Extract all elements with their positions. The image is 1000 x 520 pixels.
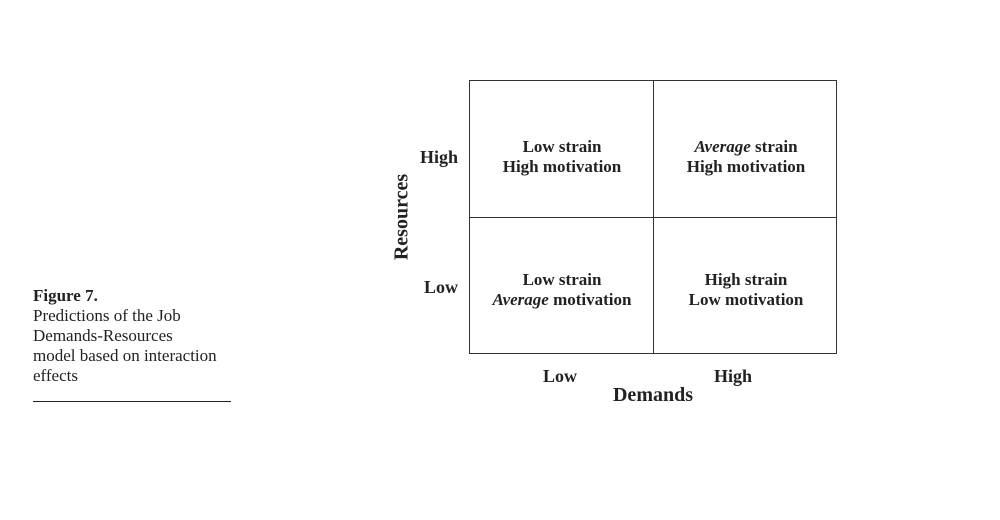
cell-low-resources-low-demands: Low strain Average motivation	[470, 270, 654, 310]
cell-strain-line: Average strain	[694, 137, 798, 156]
caption-line: Predictions of the Job	[33, 306, 181, 325]
cell-strain-line: Low strain	[522, 137, 602, 156]
quadrant-grid: Low strain High motivation Average strai…	[469, 80, 837, 354]
cell-high-resources-high-demands: Average strain High motivation	[654, 137, 838, 177]
caption-line: Demands-Resources	[33, 326, 173, 345]
cell-motivation-line: Average motivation	[492, 290, 632, 309]
cell-strain-line: Low strain	[522, 270, 602, 289]
caption-line: model based on interaction	[33, 346, 217, 365]
y-tick-low: Low	[424, 277, 459, 297]
x-axis-label: Demands	[612, 384, 694, 406]
caption-line: effects	[33, 366, 78, 385]
cell-motivation-line: High motivation	[502, 157, 622, 176]
figure-title: Figure 7.	[33, 286, 98, 305]
cell-high-resources-low-demands: Low strain High motivation	[470, 137, 654, 177]
cell-low-resources-high-demands: High strain Low motivation	[654, 270, 838, 310]
y-tick-high: High	[420, 147, 459, 167]
x-tick-low: Low	[543, 366, 578, 386]
cell-motivation-line: High motivation	[686, 157, 806, 176]
horizontal-divider	[470, 217, 836, 218]
cell-strain-line: High strain	[704, 270, 788, 289]
cell-motivation-line: Low motivation	[688, 290, 804, 309]
figure-caption: Figure 7. Predictions of the Job Demands…	[33, 286, 231, 386]
caption-divider	[33, 401, 231, 402]
x-tick-high: High	[714, 366, 753, 386]
y-axis-label: Resources	[390, 173, 413, 261]
